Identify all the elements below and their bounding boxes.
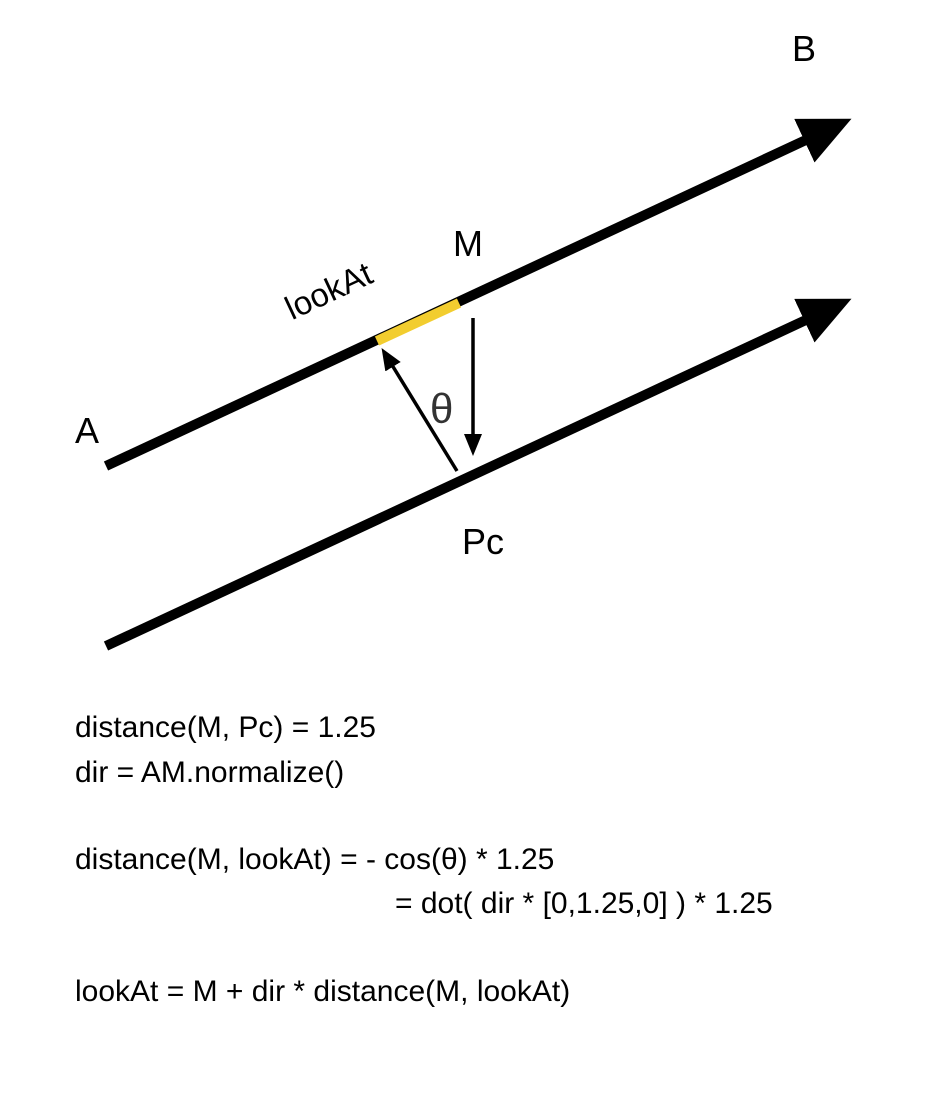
formula-lookat-result: lookAt = M + dir * distance(M, lookAt) xyxy=(75,975,571,1008)
theta-label: θ xyxy=(430,385,454,432)
point-label-a: A xyxy=(75,410,100,451)
line-pc xyxy=(103,298,852,651)
arrow-pc-to-lookat xyxy=(381,347,459,472)
point-label-b: B xyxy=(792,28,817,69)
formula-distance-m-lookat: distance(M, lookAt) = - cos(θ) * 1.25 xyxy=(75,843,555,876)
point-label-m: M xyxy=(453,223,483,264)
lookat-segment xyxy=(374,298,462,346)
formula-distance-m-pc: distance(M, Pc) = 1.25 xyxy=(75,711,376,744)
point-label-pc: Pc xyxy=(462,521,505,562)
formula-dir: dir = AM.normalize() xyxy=(75,756,345,789)
formula-distance-m-lookat-dot: = dot( dir * [0,1.25,0] ) * 1.25 xyxy=(395,887,773,920)
